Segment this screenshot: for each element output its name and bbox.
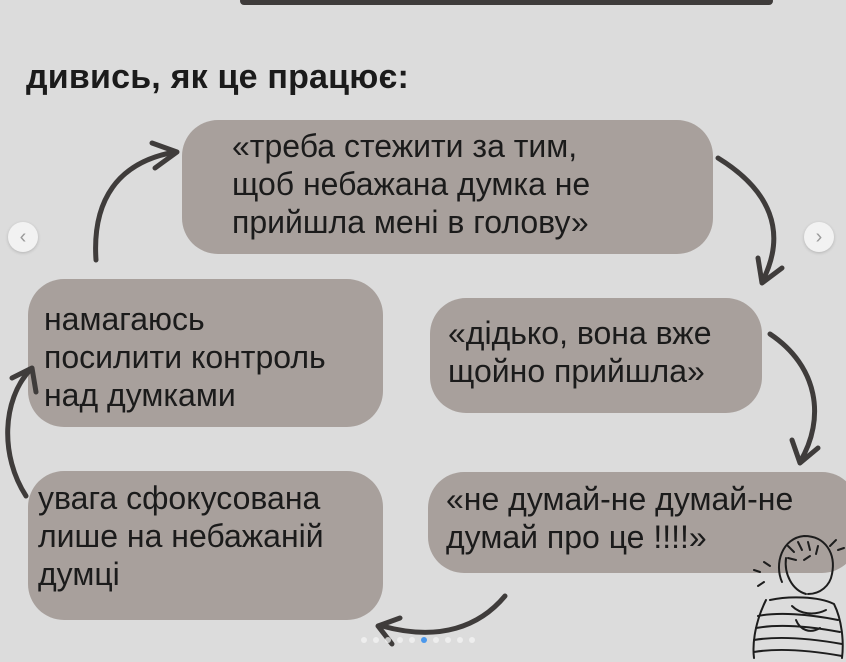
- carousel-dot[interactable]: [397, 637, 403, 643]
- carousel-dot[interactable]: [469, 637, 475, 643]
- top-divider-bar: [240, 0, 773, 5]
- carousel-pagination: [361, 637, 475, 643]
- bubble-line: думці: [38, 556, 120, 592]
- carousel-dot[interactable]: [361, 637, 367, 643]
- carousel-dot[interactable]: [409, 637, 415, 643]
- arrow-up-to-top: [93, 149, 178, 263]
- arrow-left-up: [5, 367, 33, 499]
- bubble-line: думай про це !!!!»: [446, 519, 707, 555]
- arrow-right-down-head: [789, 437, 821, 466]
- bubble-line: щоб небажана думка не: [232, 166, 591, 202]
- bubble-line: над думками: [44, 377, 236, 413]
- chevron-right-icon: ›: [815, 226, 823, 248]
- carousel-prev-button[interactable]: ‹: [8, 222, 38, 252]
- bubble-line: «треба стежити за тим,: [232, 128, 578, 164]
- arrow-up-to-top-head: [149, 140, 180, 171]
- bubble-line: «дідько, вона вже: [448, 315, 712, 351]
- bubble-line: лише на небажаній: [38, 518, 324, 554]
- carousel-next-button[interactable]: ›: [804, 222, 834, 252]
- thought-bubble-watch-thought: «треба стежити за тим, щоб небажана думк…: [182, 120, 713, 254]
- page-heading: дивись, як це працює:: [26, 58, 409, 96]
- thought-bubble-dont-think: «не думай-не думай-не думай про це !!!!»: [428, 472, 846, 573]
- carousel-dot[interactable]: [457, 637, 463, 643]
- anxious-person-illustration: [752, 535, 845, 659]
- bubble-line: щойно прийшла»: [448, 353, 705, 389]
- bubble-line: посилити контроль: [44, 339, 326, 375]
- arrow-right-down: [767, 331, 818, 465]
- chevron-left-icon: ‹: [19, 226, 27, 248]
- bubble-line: прийшла мені в голову»: [232, 204, 589, 240]
- carousel-dot-active[interactable]: [421, 637, 427, 643]
- thought-bubble-attention-focused: увага сфокусована лише на небажаній думц…: [28, 471, 383, 620]
- thought-bubble-it-came: «дідько, вона вже щойно прийшла»: [430, 298, 762, 413]
- carousel-dot[interactable]: [385, 637, 391, 643]
- carousel-dot[interactable]: [445, 637, 451, 643]
- bubble-line: увага сфокусована: [38, 480, 321, 516]
- carousel-dot[interactable]: [433, 637, 439, 643]
- bubble-line: «не думай-не думай-не: [446, 481, 794, 517]
- arrow-bottom-to-left: [379, 593, 508, 635]
- arrow-top-to-right-head: [755, 255, 785, 286]
- arrow-top-to-right: [715, 155, 777, 285]
- thought-bubble-increase-control: намагаюсь посилити контроль над думками: [28, 279, 383, 427]
- bubble-line: намагаюсь: [44, 301, 205, 337]
- carousel-dot[interactable]: [373, 637, 379, 643]
